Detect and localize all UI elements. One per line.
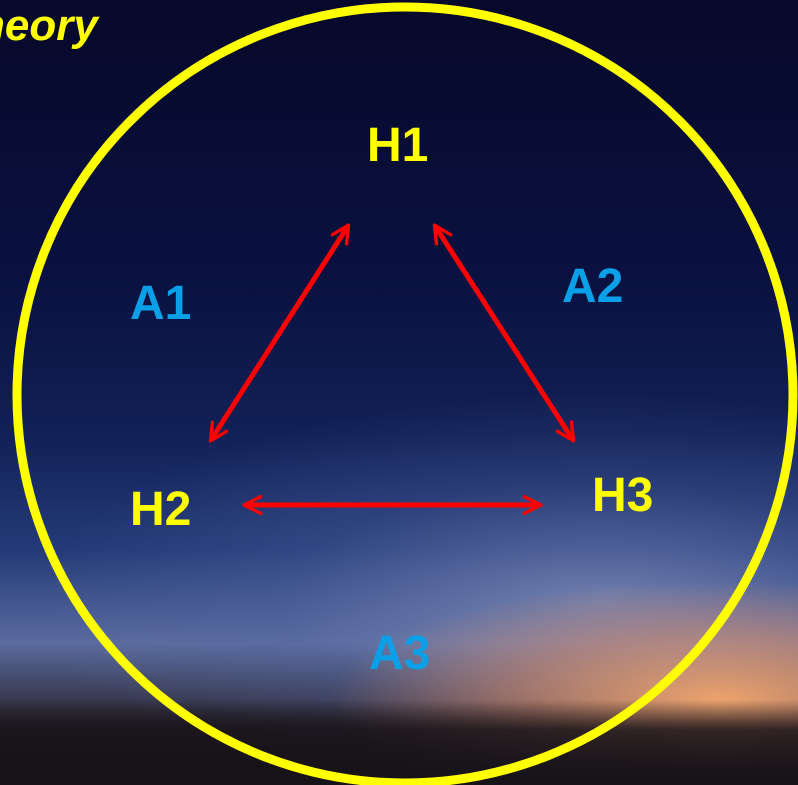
arrow-h1-h2 (208, 223, 351, 443)
boundary-circle (12, 2, 798, 785)
node-h2-label: H2 (130, 483, 192, 536)
area-a2-label: A2 (562, 260, 624, 313)
arrow-h1-h3 (432, 223, 576, 443)
horizon-landscape (0, 700, 798, 785)
area-a3-label: A3 (369, 627, 431, 680)
slide-title-fragment: heory (0, 1, 98, 50)
node-h3-label: H3 (592, 469, 654, 522)
area-a1-label: A1 (130, 277, 192, 330)
node-h1-label: H1 (367, 119, 429, 172)
